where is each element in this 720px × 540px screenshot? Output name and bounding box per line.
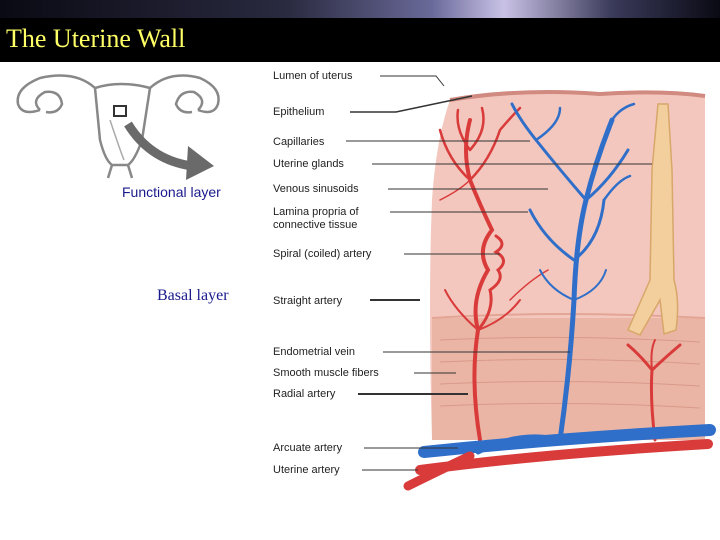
label-straight-artery: Straight artery	[273, 295, 343, 307]
zoom-marker-box	[114, 106, 126, 116]
label-epithelium: Epithelium	[273, 106, 324, 118]
label-uterine-glands: Uterine glands	[273, 158, 344, 170]
uterine-wall-diagram: Lumen of uterus Epithelium Capillaries U…	[0, 62, 720, 540]
label-smooth-muscle-fibers: Smooth muscle fibers	[273, 367, 379, 379]
slide-title: The Uterine Wall	[6, 22, 185, 56]
zoom-arrow	[128, 124, 192, 166]
label-uterine-artery: Uterine artery	[273, 464, 340, 476]
label-capillaries: Capillaries	[273, 136, 325, 148]
zoom-arrow-head	[186, 146, 214, 180]
label-endometrial-vein: Endometrial vein	[273, 346, 355, 358]
label-arcuate-artery: Arcuate artery	[273, 442, 343, 454]
label-lamina-propria-line2: connective tissue	[273, 219, 357, 231]
basal-layer-label: Basal layer	[157, 287, 229, 305]
label-radial-artery: Radial artery	[273, 388, 336, 400]
label-spiral-artery: Spiral (coiled) artery	[273, 248, 372, 260]
label-lumen-of-uterus: Lumen of uterus	[273, 70, 353, 82]
label-lamina-propria-line1: Lamina propria of	[273, 206, 360, 218]
top-decorative-bar	[0, 0, 720, 18]
functional-layer-label: Functional layer	[122, 184, 221, 200]
label-venous-sinusoids: Venous sinusoids	[273, 183, 359, 195]
